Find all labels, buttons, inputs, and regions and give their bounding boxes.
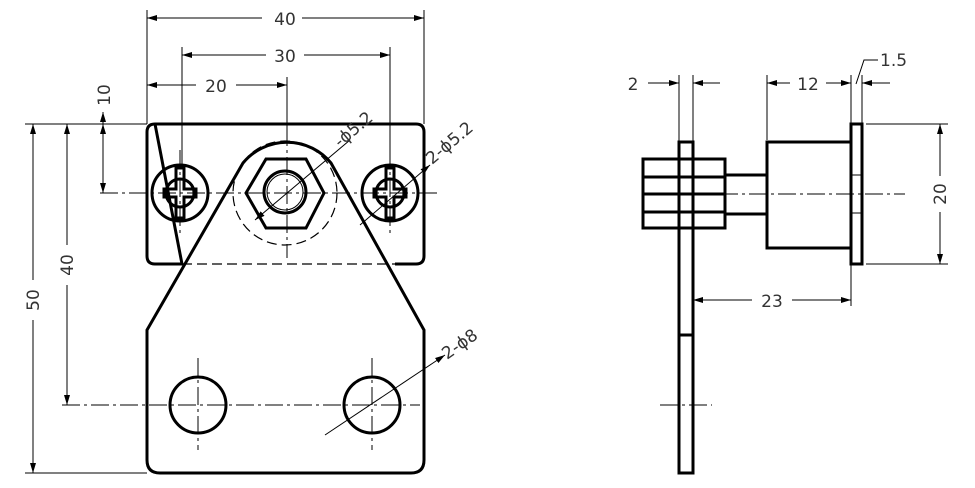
dim-hole-height: 40 <box>58 254 78 276</box>
side-shaft <box>725 173 767 216</box>
side-plate-upper <box>677 140 695 337</box>
front-view: 40 30 20 10 40 50 -ϕ5.2 2-ϕ5.2 2-ϕ8 <box>22 6 482 475</box>
dim-flange-thickness: 1.5 <box>880 51 907 71</box>
dim-body-length: 12 <box>797 75 819 95</box>
leader-1-5 <box>855 59 878 85</box>
dim-center-offset: 20 <box>205 77 227 97</box>
side-body <box>765 140 853 250</box>
dim-screw-holes: 2-ϕ5.2 <box>422 118 477 169</box>
dim-plate-thickness: 2 <box>628 75 639 95</box>
leader-screw-holes <box>359 164 431 226</box>
dim-screw-spacing: 30 <box>274 47 296 67</box>
dim-lower-holes: 2-ϕ8 <box>438 325 481 364</box>
hex-nut <box>244 157 326 230</box>
side-extension-lines <box>678 75 948 306</box>
nut-bore-inner <box>266 173 304 211</box>
leader-nut-hole <box>254 139 351 221</box>
dim-flange-height: 20 <box>931 183 951 205</box>
leader-lower-holes <box>324 354 446 436</box>
dim-overall-height: 50 <box>24 289 44 311</box>
bracket-outline <box>145 140 426 475</box>
side-plate-over-nut <box>677 140 695 337</box>
dim-top-offset: 10 <box>95 84 115 106</box>
dim-nut-hole: -ϕ5.2 <box>330 108 377 152</box>
extension-lines <box>25 10 425 474</box>
mounting-plate-outline <box>145 122 426 266</box>
center-lines <box>62 128 440 450</box>
side-view: 2 12 1.5 20 23 <box>628 51 951 475</box>
side-plate-lower <box>677 333 695 475</box>
dim-overall-width: 40 <box>274 10 296 30</box>
dim-offset: 23 <box>761 292 783 312</box>
nut-bore <box>262 169 308 215</box>
